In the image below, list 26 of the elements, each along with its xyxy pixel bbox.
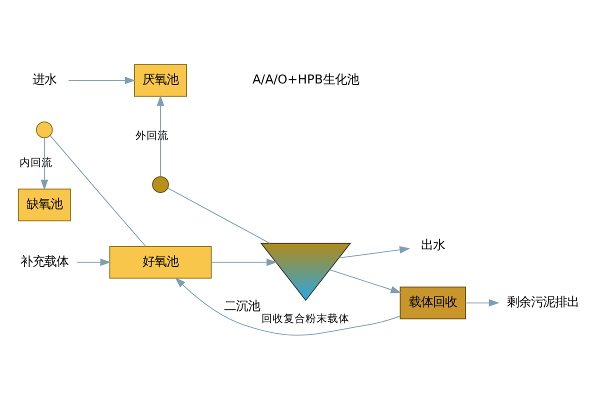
arrow [338,246,410,258]
node-circle [36,121,53,138]
node-text: 进水 [32,72,56,87]
label: A/A/O+HPB生化池 [252,72,360,87]
arrow [329,269,402,294]
edge-label: 回收复合粉末载体 [262,312,350,325]
node-text: 出水 [420,238,445,252]
arrow [465,299,500,307]
node-box: 缺氧池 [18,188,71,222]
node-text: 剩余污泥排出 [507,295,580,310]
node-box: 厌氧池 [134,64,187,97]
node-label: 二沉池 [224,299,260,314]
edge-label: 外回流 [136,130,169,142]
arrow [40,137,48,190]
arrow [156,95,164,177]
arrow [175,277,401,336]
arrow [68,76,136,84]
edge-label: 内回流 [20,157,53,170]
arrow [211,258,278,266]
node-text: 补充载体 [20,254,68,269]
node-box: 载体回收 [400,286,466,320]
arrow [76,258,111,266]
node-circle [152,176,169,193]
connector [50,135,146,247]
node-box: 好氧池 [109,246,212,279]
connector [167,188,270,244]
